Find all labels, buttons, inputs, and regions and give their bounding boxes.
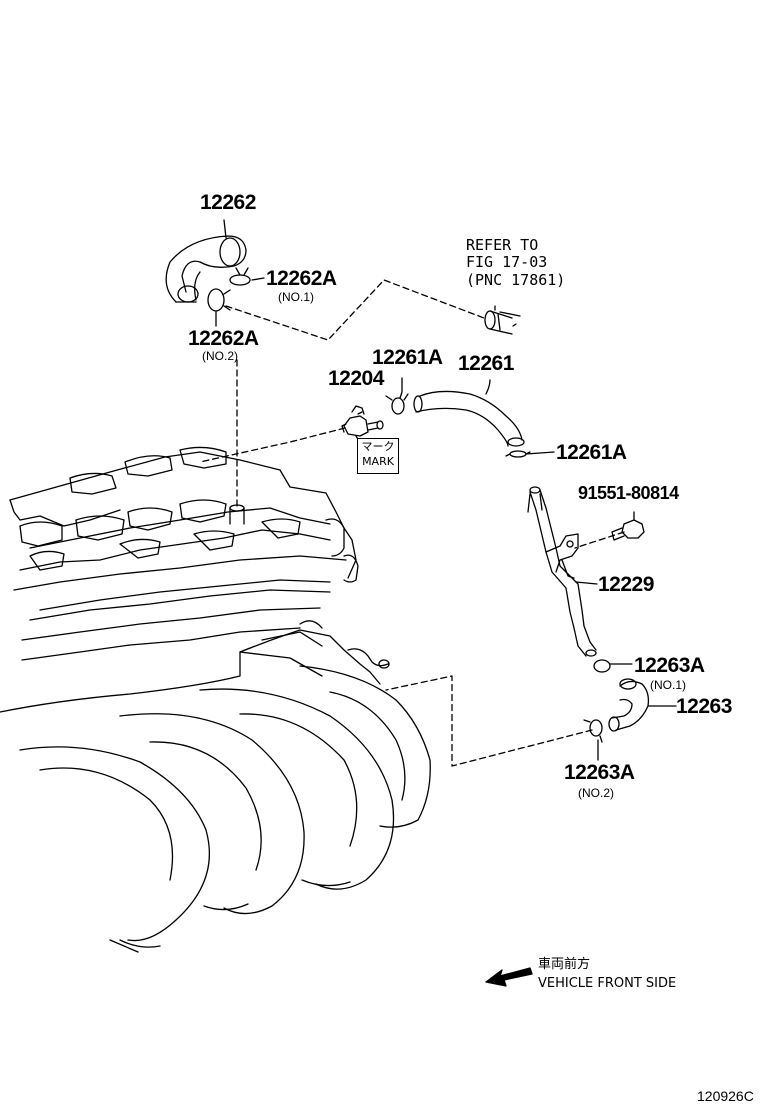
figure-number: 120926C xyxy=(697,1088,754,1104)
mark-label-box: マーク MARK xyxy=(357,438,399,474)
label-12204: 12204 xyxy=(328,367,384,390)
clip-12263A-no1 xyxy=(593,659,633,673)
engine-cylinder-head xyxy=(9,446,359,661)
clip-12262A-no1 xyxy=(229,267,265,286)
refer-line-1: REFER TO xyxy=(466,236,539,254)
leader-lines xyxy=(199,279,625,767)
clip-12261A-right xyxy=(505,450,555,458)
label-12262A-no2-sub: (NO.2) xyxy=(202,349,238,363)
refer-pipe xyxy=(484,305,521,335)
label-12261A-top: 12261A xyxy=(372,346,443,369)
refer-line-3: (PNC 17861) xyxy=(466,271,566,289)
label-12262: 12262 xyxy=(200,191,256,214)
label-12263A-no1-sub: (NO.1) xyxy=(650,678,686,692)
bolt-91551-80814 xyxy=(611,511,645,541)
label-leaders xyxy=(223,219,598,585)
clip-12262A-no2 xyxy=(207,288,231,327)
vehicle-front-jp: 車両前方 xyxy=(538,957,591,972)
label-12262A-no1: 12262A xyxy=(266,267,337,290)
hose-12261 xyxy=(413,379,525,447)
pipe-12229 xyxy=(527,486,597,657)
hose-12263 xyxy=(608,678,677,732)
mark-label-jp: マーク xyxy=(361,440,395,453)
label-91551-80814: 91551-80814 xyxy=(578,483,679,503)
clip-12261A-top xyxy=(385,377,409,415)
intake-manifold xyxy=(0,620,431,953)
label-12261: 12261 xyxy=(458,352,514,375)
refer-line-2: FIG 17-03 xyxy=(466,253,548,271)
label-12229: 12229 xyxy=(598,573,654,596)
label-12262A-no1-sub: (NO.1) xyxy=(278,290,314,304)
label-12263A-no2-sub: (NO.2) xyxy=(578,786,614,800)
label-12263: 12263 xyxy=(676,695,732,718)
vehicle-front-en: VEHICLE FRONT SIDE xyxy=(538,976,677,991)
hose-12262 xyxy=(165,235,247,303)
mark-label-en: MARK xyxy=(362,455,394,468)
label-12263A-no1: 12263A xyxy=(634,654,705,677)
vehicle-front-arrow xyxy=(485,967,533,987)
label-12262A-no2: 12262A xyxy=(188,327,259,350)
label-12263A-no2: 12263A xyxy=(564,761,635,784)
label-12261A-right: 12261A xyxy=(556,441,627,464)
clip-12263A-no2 xyxy=(583,719,603,761)
